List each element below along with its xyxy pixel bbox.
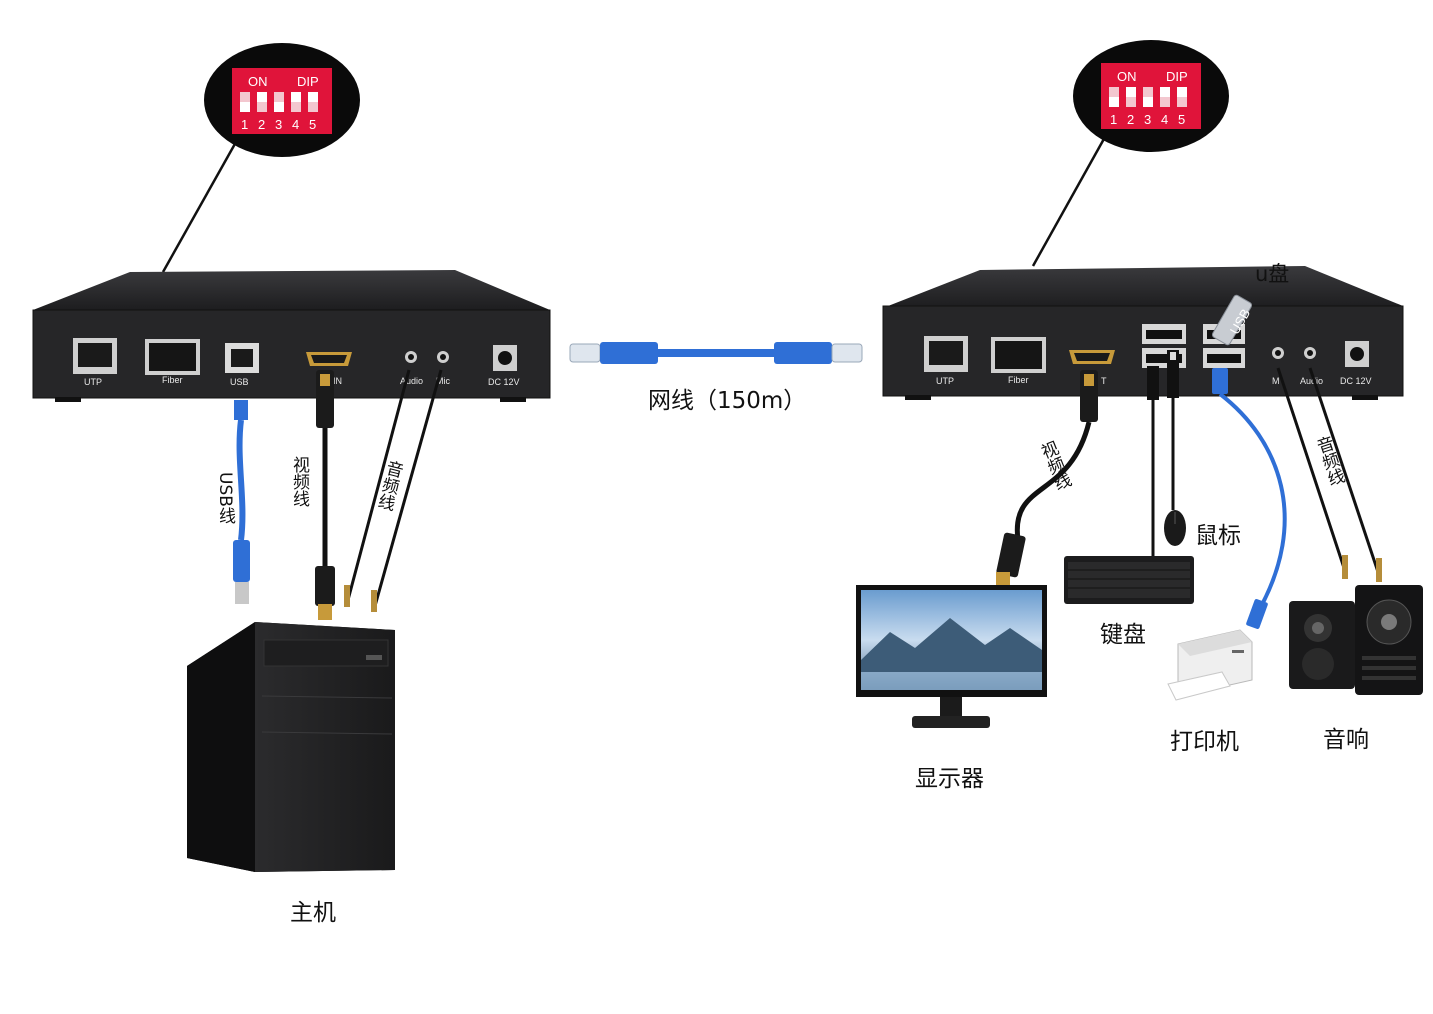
keyboard-device <box>1064 556 1194 604</box>
left-utp-label: UTP <box>84 377 102 387</box>
right-audio-port: Audio <box>1300 347 1323 386</box>
left-audio-label: Audio <box>400 376 423 386</box>
right-dip-num-2: 2 <box>1127 112 1134 127</box>
right-dip-toggles <box>1109 87 1187 107</box>
left-video-cable-label: 视频线 <box>289 456 309 507</box>
host-label: 主机 <box>290 900 336 926</box>
speakers-device <box>1289 585 1423 695</box>
right-audio-cables <box>1276 367 1382 582</box>
monitor-device <box>856 585 1047 728</box>
left-dip-on-label: ON <box>248 74 268 89</box>
right-extender-unit: UTP Fiber T M Audio DC 12V <box>882 266 1404 400</box>
network-cable <box>569 342 863 364</box>
usb-cable-label: USB线 <box>215 472 235 524</box>
right-printer-cable <box>1212 368 1287 629</box>
printer-device <box>1167 629 1253 701</box>
right-dip-dip-label: DIP <box>1166 69 1188 84</box>
mouse-device <box>1164 510 1186 546</box>
right-mic-port: M <box>1272 347 1284 386</box>
left-dc-label: DC 12V <box>488 377 520 387</box>
left-usb-cable <box>233 400 250 604</box>
right-dc-port: DC 12V <box>1340 341 1372 386</box>
left-video-cable <box>315 370 335 620</box>
right-utp-port: UTP <box>924 336 968 386</box>
right-dip-num-5: 5 <box>1178 112 1185 127</box>
left-dip-toggles <box>240 92 318 112</box>
mouse-label: 鼠标 <box>1195 523 1241 549</box>
left-dip-num-4: 4 <box>292 117 299 132</box>
keyboard-label: 键盘 <box>1100 622 1146 648</box>
left-mic-port: Mic <box>436 351 450 386</box>
right-audio-label: Audio <box>1300 376 1323 386</box>
left-audio-port: Audio <box>400 351 423 386</box>
left-fiber-label: Fiber <box>162 375 183 385</box>
left-extender-unit: UTP Fiber USB IN Audio Mic DC 12V <box>32 270 551 402</box>
speaker-label: 音响 <box>1323 727 1369 753</box>
host-pc-tower <box>187 622 395 872</box>
right-utp-label: UTP <box>936 376 954 386</box>
left-dip-switch-callout: ON DIP 1 2 3 4 5 <box>161 43 360 273</box>
right-hdmi-port: T <box>1069 350 1115 386</box>
left-audio-cables <box>344 369 443 612</box>
left-utp-port: UTP <box>73 338 117 387</box>
right-dip-switch-callout: ON DIP 1 2 3 4 5 <box>1031 40 1229 267</box>
usb-drive-label: u盘 <box>1255 262 1290 286</box>
right-dc-label: DC 12V <box>1340 376 1372 386</box>
left-usb-port: USB <box>225 343 259 387</box>
monitor-label: 显示器 <box>915 766 984 792</box>
right-fiber-port: Fiber <box>991 337 1046 385</box>
left-hdmi-port: IN <box>306 352 352 386</box>
left-usb-label: USB <box>230 377 249 387</box>
left-dip-num-1: 1 <box>241 117 248 132</box>
right-dip-num-3: 3 <box>1144 112 1151 127</box>
right-dip-num-1: 1 <box>1110 112 1117 127</box>
left-dip-dip-label: DIP <box>297 74 319 89</box>
printer-label: 打印机 <box>1170 729 1239 755</box>
right-video-cable <box>996 370 1098 586</box>
left-hdmi-label: IN <box>333 376 342 386</box>
right-dip-on-label: ON <box>1117 69 1137 84</box>
right-dip-num-4: 4 <box>1161 112 1168 127</box>
left-dip-num-5: 5 <box>309 117 316 132</box>
network-cable-label: 网线（150m） <box>648 388 807 414</box>
left-dip-num-2: 2 <box>258 117 265 132</box>
left-dip-num-3: 3 <box>275 117 282 132</box>
right-keyboard-mouse-cables <box>1147 350 1179 556</box>
left-dc-port: DC 12V <box>488 345 520 387</box>
left-mic-label: Mic <box>436 376 450 386</box>
right-hdmi-label: T <box>1101 376 1107 386</box>
right-fiber-label: Fiber <box>1008 375 1029 385</box>
left-fiber-port: Fiber <box>145 339 200 385</box>
right-mic-label: M <box>1272 376 1280 386</box>
